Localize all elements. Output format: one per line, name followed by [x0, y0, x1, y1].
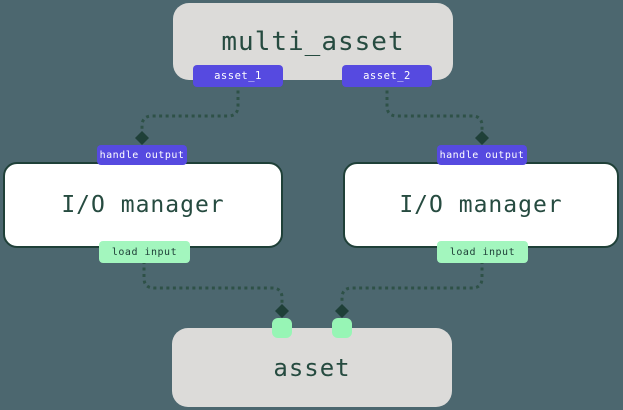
- asset-label: asset: [273, 353, 351, 382]
- output-badge-asset-1: asset_1: [193, 65, 283, 87]
- handle-output-badge-right: handle output: [437, 145, 527, 165]
- load-input-badge-right: load input: [437, 241, 528, 263]
- asset-input-handle-2: [332, 318, 352, 338]
- edge-asset2-to-io-right: [385, 84, 484, 131]
- asset-input-handle-1: [272, 318, 292, 338]
- arrowhead-asset-input-2: [335, 304, 349, 318]
- node-asset: asset: [172, 328, 452, 407]
- node-io-manager-left: I/O manager: [3, 162, 283, 248]
- handle-output-badge-left: handle output: [97, 145, 187, 165]
- arrowhead-asset-input-1: [275, 304, 289, 318]
- multi-asset-label: multi_asset: [221, 26, 405, 57]
- io-manager-left-label: I/O manager: [61, 192, 225, 218]
- io-manager-right-label: I/O manager: [399, 192, 563, 218]
- edge-io-right-to-asset: [340, 261, 484, 304]
- load-input-badge-left: load input: [99, 241, 190, 263]
- edge-asset1-to-io-left: [140, 84, 240, 131]
- output-badge-asset-2: asset_2: [342, 65, 432, 87]
- edge-io-left-to-asset: [142, 261, 284, 304]
- arrowhead-io-left: [135, 131, 149, 145]
- arrowhead-io-right: [475, 131, 489, 145]
